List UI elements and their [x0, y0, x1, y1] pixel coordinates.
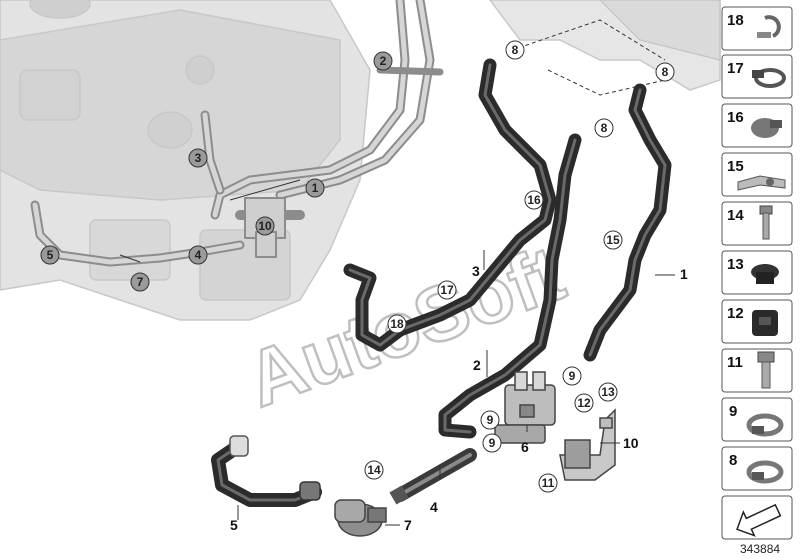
hose-4	[389, 448, 477, 505]
svg-text:17: 17	[440, 283, 454, 297]
direction-arrow-icon	[736, 503, 782, 537]
svg-text:18: 18	[390, 317, 404, 331]
callout-8b-circle: 8	[655, 62, 675, 82]
svg-text:10: 10	[258, 219, 272, 233]
svg-text:15: 15	[606, 233, 620, 247]
callout-14-circle: 14	[364, 460, 384, 480]
callout-12-circle: 12	[574, 393, 594, 413]
legend-item-9: 9	[721, 397, 793, 442]
callout-4-circle: 4	[188, 245, 208, 265]
svg-text:11: 11	[727, 354, 743, 371]
hose-2	[438, 133, 582, 439]
svg-text:13: 13	[601, 385, 615, 399]
clamp-with-tab-icon	[751, 118, 782, 138]
callout-9c-circle: 9	[482, 433, 502, 453]
callout-10-circle: 10	[255, 216, 275, 236]
hose-5	[211, 435, 322, 507]
svg-text:8: 8	[729, 452, 737, 469]
bracket-10	[559, 408, 616, 481]
callout-15-circle: 15	[603, 230, 623, 250]
legend-item-11: 11	[721, 348, 793, 393]
svg-text:14: 14	[727, 207, 744, 224]
svg-text:5: 5	[47, 248, 54, 262]
svg-text:9: 9	[569, 369, 576, 383]
label-7: 7	[404, 517, 412, 533]
legend-item-17: 17	[721, 54, 793, 99]
leader-lines	[119, 19, 675, 526]
svg-text:2: 2	[380, 54, 387, 68]
label-6: 6	[521, 439, 529, 455]
legend-arrow-box	[721, 495, 793, 540]
callout-8a-circle: 8	[505, 40, 525, 60]
label-4: 4	[430, 499, 438, 515]
svg-text:7: 7	[137, 275, 144, 289]
legend-item-16: 16	[721, 103, 793, 148]
legend-item-15: 15	[721, 152, 793, 197]
callout-13-circle: 13	[598, 382, 618, 402]
bracket-clip-icon	[737, 175, 786, 191]
callout-16-circle: 16	[524, 190, 544, 210]
callout-8c-circle: 8	[594, 118, 614, 138]
callout-1-circle: 1	[305, 178, 325, 198]
callout-3-circle: 3	[188, 148, 208, 168]
svg-text:11: 11	[542, 476, 555, 490]
legend-item-13: 13	[721, 250, 793, 295]
svg-text:8: 8	[662, 65, 669, 79]
svg-text:12: 12	[577, 396, 591, 410]
label-3: 3	[472, 263, 480, 279]
callout-17-circle: 17	[437, 280, 457, 300]
legend-item-12: 12	[721, 299, 793, 344]
callout-18-circle: 18	[387, 314, 407, 334]
callout-9b-circle: 9	[480, 410, 500, 430]
engine-background	[0, 0, 721, 321]
legend-item-14: 14	[721, 201, 793, 246]
parts-legend: 18 17 16 15 14 13	[721, 6, 793, 540]
svg-text:18: 18	[727, 12, 744, 29]
svg-text:14: 14	[367, 463, 381, 477]
pump-7	[334, 499, 387, 537]
callout-5-circle: 5	[40, 245, 60, 265]
diagram-id: 343884	[740, 542, 780, 556]
valve-block-6	[494, 371, 556, 444]
svg-text:9: 9	[489, 436, 496, 450]
svg-text:16: 16	[727, 109, 744, 126]
svg-text:8: 8	[601, 121, 608, 135]
worm-clamp-icon	[746, 413, 784, 437]
hose-1	[583, 83, 672, 362]
label-10: 10	[623, 435, 639, 451]
svg-text:9: 9	[487, 413, 494, 427]
legend-item-18: 18	[721, 6, 793, 51]
rubber-grommet-icon	[751, 264, 779, 284]
rubber-mount-icon	[752, 310, 778, 336]
callout-9a-circle: 9	[562, 366, 582, 386]
svg-text:3: 3	[195, 151, 202, 165]
callout-7-circle: 7	[130, 272, 150, 292]
spring-clamp-icon	[752, 68, 786, 88]
hex-bolt-icon	[757, 351, 775, 389]
callout-2-circle: 2	[373, 51, 393, 71]
label-5: 5	[230, 517, 238, 533]
svg-text:15: 15	[727, 158, 744, 175]
svg-text:16: 16	[527, 193, 541, 207]
label-2: 2	[473, 357, 481, 373]
svg-text:1: 1	[312, 181, 319, 195]
svg-text:4: 4	[195, 248, 202, 262]
svg-text:9: 9	[729, 403, 737, 420]
callout-11-circle: 11	[538, 473, 558, 493]
svg-text:17: 17	[727, 60, 744, 77]
torx-bolt-icon	[759, 205, 773, 240]
svg-text:13: 13	[727, 256, 744, 273]
svg-text:8: 8	[512, 43, 519, 57]
hose-3	[343, 58, 557, 352]
legend-item-8: 8	[721, 446, 793, 491]
main-labels: 1 2 3 4 5 6 7 10	[230, 263, 688, 533]
hose-clip-open-icon	[757, 15, 781, 38]
svg-text:12: 12	[727, 305, 744, 322]
callouts: 1 2 3 4 5 7 8 8 8 9 9 9 10 11 12 13 14 1…	[40, 40, 675, 493]
label-1: 1	[680, 266, 688, 282]
hose-clamp-icon	[746, 460, 784, 484]
